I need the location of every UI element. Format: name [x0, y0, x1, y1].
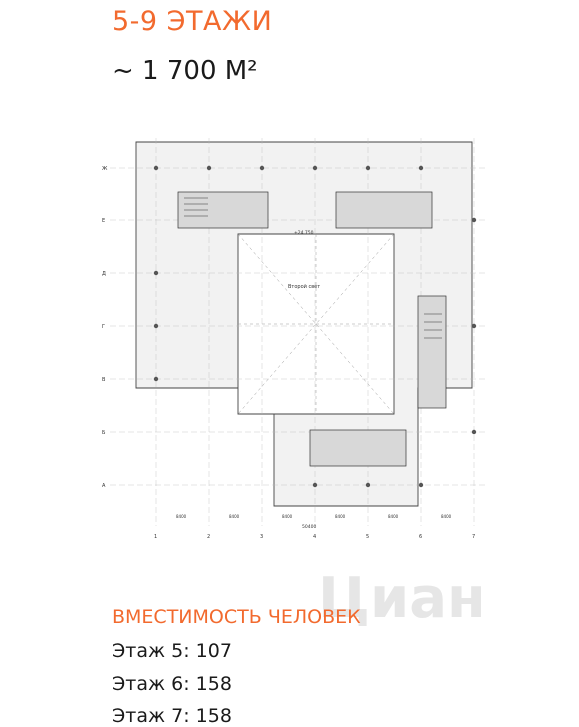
- axis-label-v: В: [102, 377, 106, 383]
- level-label: +24.750: [294, 230, 314, 236]
- axis-label-7: 7: [472, 534, 475, 540]
- capacity-title: ВМЕСТИМОСТЬ ЧЕЛОВЕК: [112, 606, 361, 628]
- stairs: [184, 197, 442, 339]
- axis-label-2: 2: [207, 534, 210, 540]
- capacity-row: Этаж 6: 158: [112, 673, 232, 695]
- capacity-row: Этаж 7: 158: [112, 705, 232, 727]
- axis-label-d: Д: [102, 271, 106, 277]
- axis-label-6: 6: [419, 534, 422, 540]
- axis-label-a: А: [102, 483, 106, 489]
- dim-4: 8400: [335, 514, 346, 519]
- dim-3: 8400: [282, 514, 293, 519]
- floor-plan: Второй свет +24.750 50400 1 2 3 4 5 6 7 …: [102, 138, 488, 540]
- columns: [153, 165, 477, 488]
- axis-label-5: 5: [366, 534, 369, 540]
- watermark-logo: Циан: [318, 566, 486, 631]
- capacity-row: Этаж 5: 107: [112, 640, 232, 662]
- axis-label-3: 3: [260, 534, 263, 540]
- dim-5: 8400: [388, 514, 399, 519]
- axis-label-zh: Ж: [102, 166, 108, 172]
- atrium-label: Второй свет: [288, 283, 320, 290]
- total-dimension: 50400: [302, 524, 316, 530]
- floors-title: 5-9 ЭТАЖИ: [112, 6, 273, 37]
- area-label: ~ 1 700 М²: [112, 56, 258, 86]
- axis-label-4: 4: [313, 534, 316, 540]
- axis-label-1: 1: [154, 534, 157, 540]
- dim-2: 8400: [229, 514, 240, 519]
- dim-1: 8400: [176, 514, 187, 519]
- axis-label-e: Е: [102, 218, 105, 224]
- dim-6: 8400: [441, 514, 452, 519]
- cores: [177, 191, 447, 467]
- axis-label-g: Г: [102, 324, 105, 330]
- axis-label-b: Б: [102, 430, 106, 436]
